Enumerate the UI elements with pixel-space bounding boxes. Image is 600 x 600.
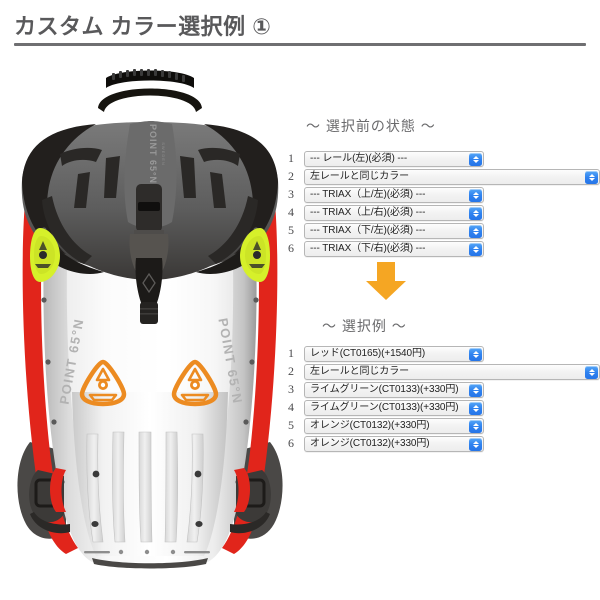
chevron-updown-icon[interactable]	[469, 401, 482, 415]
row-number: 6	[288, 436, 294, 450]
carry-handle	[98, 88, 202, 112]
page-header: カスタム カラー選択例 ①	[14, 14, 586, 46]
chevron-updown-icon[interactable]	[469, 347, 482, 361]
handle-ribs	[106, 69, 194, 88]
brand-text-top: POINT 65°N	[148, 124, 158, 184]
title-divider	[14, 43, 586, 46]
select-triax-bottom-left-chosen[interactable]: オレンジ(CT0132)(+330円)	[304, 417, 484, 434]
row-number: 4	[288, 400, 294, 414]
select-value: 左レールと同じカラー	[310, 170, 409, 182]
select-value: ライムグリーン(CT0133)(+330円)	[310, 383, 459, 395]
arrow-stem	[377, 262, 395, 282]
chevron-updown-icon[interactable]	[585, 170, 598, 184]
row-number: 3	[288, 187, 294, 201]
rib-group	[84, 431, 210, 555]
select-triax-bottom-right-chosen[interactable]: オレンジ(CT0132)(+330円)	[304, 435, 484, 452]
option-row: 3 ライムグリーン(CT0133)(+330円)	[288, 381, 600, 398]
row-number: 1	[288, 151, 294, 165]
row-number: 3	[288, 382, 294, 396]
chevron-updown-icon[interactable]	[469, 242, 482, 256]
select-value: --- TRIAX（上/左)(必須) ---	[310, 188, 426, 200]
after-section-heading: 〜 選択例 〜	[322, 318, 407, 334]
option-row: 4 --- TRIAX（上/右)(必須) ---	[288, 204, 600, 221]
chevron-updown-icon[interactable]	[469, 437, 482, 451]
row-number: 2	[288, 169, 294, 183]
row-number: 1	[288, 346, 294, 360]
row-number: 4	[288, 205, 294, 219]
chevron-updown-icon[interactable]	[469, 206, 482, 220]
row-number: 5	[288, 418, 294, 432]
before-section-heading-wrap: 〜 選択前の状態 〜	[306, 116, 436, 136]
select-value: オレンジ(CT0132)(+330円)	[310, 419, 430, 431]
down-arrow-wrap	[366, 262, 406, 300]
chevron-updown-icon[interactable]	[469, 224, 482, 238]
svg-text:SWEDEN: SWEDEN	[161, 142, 166, 166]
chevron-updown-icon[interactable]	[585, 365, 598, 379]
down-arrow-icon	[366, 262, 406, 300]
option-row: 2 左レールと同じカラー	[288, 168, 600, 185]
option-row: 2 左レールと同じカラー	[288, 363, 600, 380]
option-row: 4 ライムグリーン(CT0133)(+330円)	[288, 399, 600, 416]
select-triax-top-right[interactable]: --- TRIAX（上/右)(必須) ---	[304, 204, 484, 221]
chevron-updown-icon[interactable]	[469, 152, 482, 166]
select-triax-bottom-right[interactable]: --- TRIAX（下/右)(必須) ---	[304, 240, 484, 257]
select-rail-left-chosen[interactable]: レッド(CT0165)(+1540円)	[304, 345, 484, 362]
before-section-heading: 〜 選択前の状態 〜	[306, 118, 436, 134]
triax-lower-left	[79, 359, 127, 407]
center-buckle	[129, 184, 169, 324]
select-value: 左レールと同じカラー	[310, 365, 409, 377]
product-illustration: POINT 65°N SWEDEN	[0, 62, 300, 592]
option-row: 5 --- TRIAX（下/左)(必須) ---	[288, 222, 600, 239]
select-value: --- レール(左)(必須) ---	[310, 152, 408, 164]
select-triax-top-right-chosen[interactable]: ライムグリーン(CT0133)(+330円)	[304, 399, 484, 416]
triax-upper-left	[30, 228, 60, 282]
after-section-heading-wrap: 〜 選択例 〜	[322, 316, 407, 336]
option-row: 3 --- TRIAX（上/左)(必須) ---	[288, 186, 600, 203]
after-section-rows: 1 レッド(CT0165)(+1540円) 2 左レールと同じカラー 3 ライム…	[288, 345, 600, 453]
chevron-updown-icon[interactable]	[469, 419, 482, 433]
select-value: --- TRIAX（下/右)(必須) ---	[310, 242, 426, 254]
triax-lower-right	[171, 359, 219, 407]
chevron-updown-icon[interactable]	[469, 188, 482, 202]
select-value: ライムグリーン(CT0133)(+330円)	[310, 401, 459, 413]
select-triax-bottom-left[interactable]: --- TRIAX（下/左)(必須) ---	[304, 222, 484, 239]
option-row: 5 オレンジ(CT0132)(+330円)	[288, 417, 600, 434]
arrow-head	[366, 281, 406, 300]
select-rail-right-chosen[interactable]: 左レールと同じカラー	[304, 363, 600, 380]
chevron-updown-icon[interactable]	[469, 383, 482, 397]
option-row: 1 レッド(CT0165)(+1540円)	[288, 345, 600, 362]
select-rail-left[interactable]: --- レール(左)(必須) ---	[304, 150, 484, 167]
select-value: レッド(CT0165)(+1540円)	[310, 347, 426, 359]
harness-clips	[29, 468, 271, 534]
select-rail-right[interactable]: 左レールと同じカラー	[304, 168, 600, 185]
select-triax-top-left[interactable]: --- TRIAX（上/左)(必須) ---	[304, 186, 484, 203]
option-row: 6 --- TRIAX（下/右)(必須) ---	[288, 240, 600, 257]
row-number: 6	[288, 241, 294, 255]
select-triax-top-left-chosen[interactable]: ライムグリーン(CT0133)(+330円)	[304, 381, 484, 398]
select-value: オレンジ(CT0132)(+330円)	[310, 437, 430, 449]
option-row: 6 オレンジ(CT0132)(+330円)	[288, 435, 600, 452]
select-value: --- TRIAX（下/左)(必須) ---	[310, 224, 426, 236]
row-number: 2	[288, 364, 294, 378]
page-title: カスタム カラー選択例 ①	[14, 14, 272, 39]
triax-upper-right	[240, 228, 270, 282]
row-number: 5	[288, 223, 294, 237]
select-value: --- TRIAX（上/右)(必須) ---	[310, 206, 426, 218]
option-row: 1 --- レール(左)(必須) ---	[288, 150, 600, 167]
before-section-rows: 1 --- レール(左)(必須) --- 2 左レールと同じカラー 3 --- …	[288, 150, 600, 258]
